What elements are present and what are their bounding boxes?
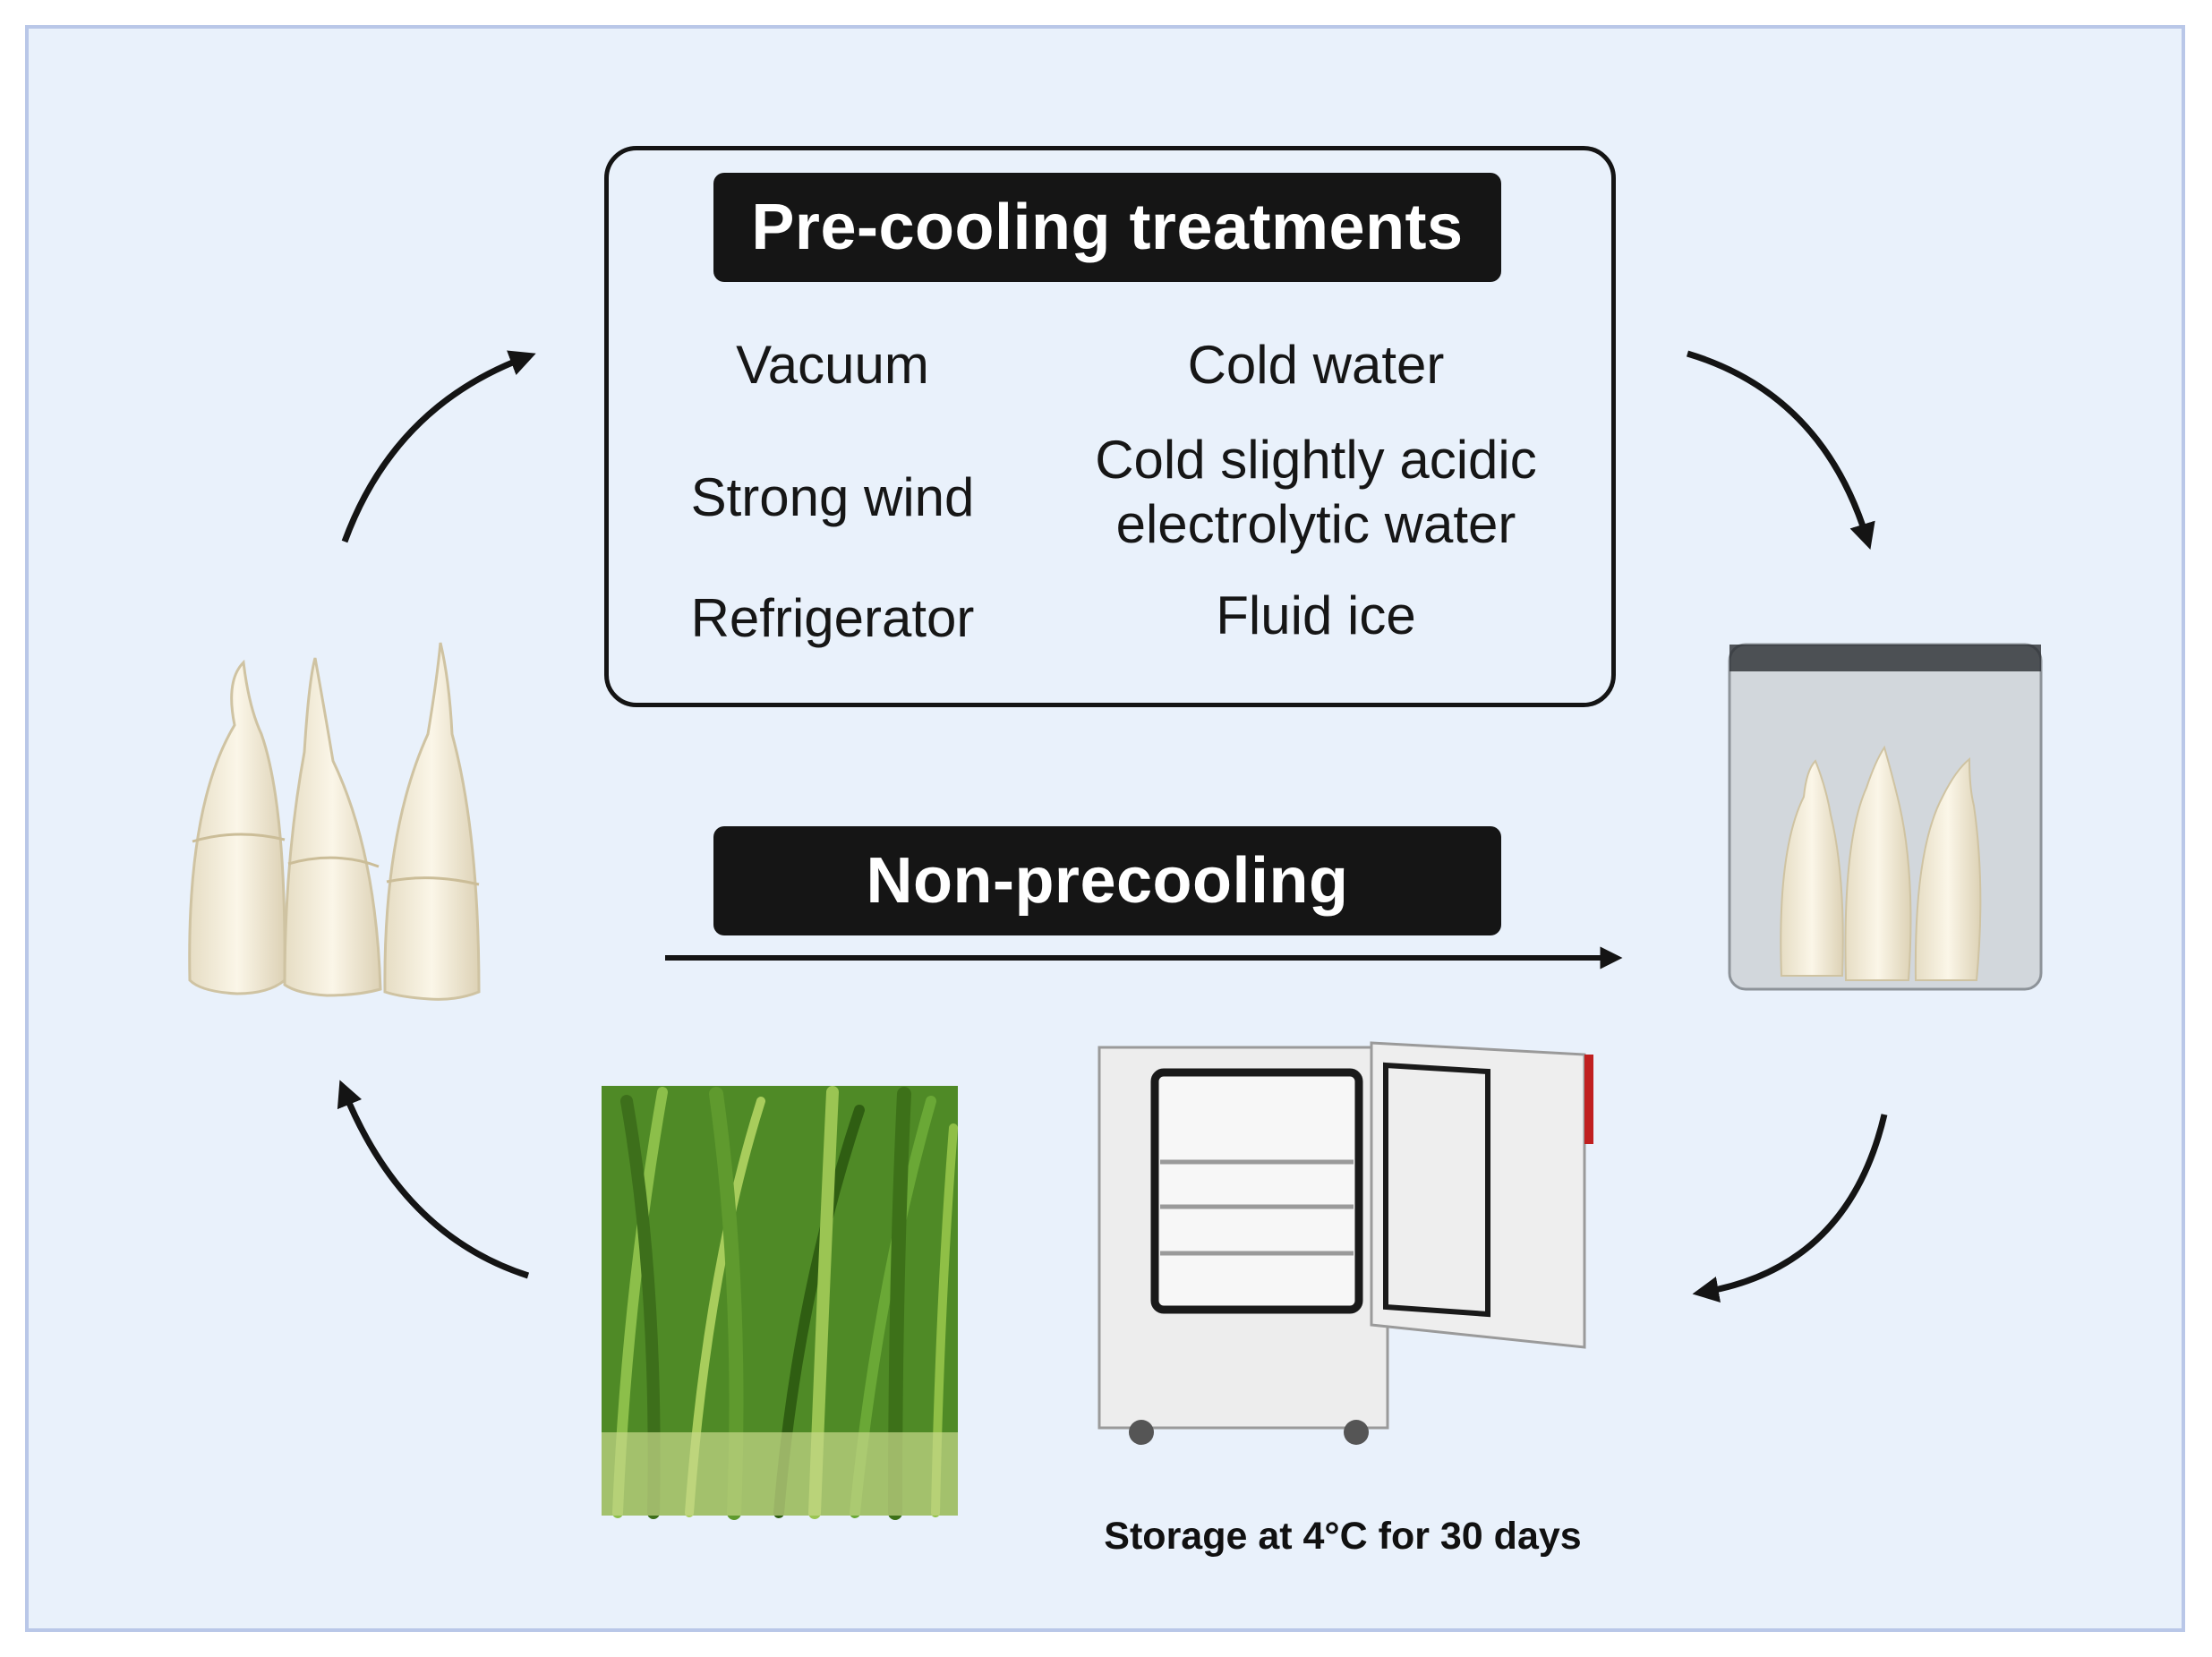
arrow-to-bagged bbox=[1686, 350, 1875, 551]
arrow-to-shoots bbox=[337, 1080, 530, 1279]
bamboo-shoots-image bbox=[188, 642, 481, 1001]
treatment-acidic-electrolytic-water: Cold slightly acidic electrolytic water bbox=[1095, 430, 1537, 554]
nonprecooling-title: Non-precooling bbox=[713, 826, 1501, 935]
arrow-to-treatments bbox=[341, 350, 536, 543]
treatment-strong-wind: Strong wind bbox=[690, 467, 975, 527]
arrow-to-storage bbox=[1692, 1114, 1888, 1303]
treatment-fluid-ice: Fluid ice bbox=[1216, 585, 1416, 645]
climate-chamber-image bbox=[1097, 1041, 1593, 1445]
treatment-cold-water: Cold water bbox=[1187, 335, 1445, 395]
precooling-title: Pre-cooling treatments bbox=[713, 173, 1501, 282]
bagged-shoots-image bbox=[1728, 643, 2043, 991]
green-leaves-image bbox=[602, 1086, 958, 1520]
treatment-vacuum: Vacuum bbox=[736, 335, 929, 395]
treatments-box bbox=[604, 146, 1616, 707]
storage-caption: Storage at 4°C for 30 days bbox=[1104, 1515, 1582, 1558]
treatment-refrigerator: Refrigerator bbox=[690, 588, 975, 648]
